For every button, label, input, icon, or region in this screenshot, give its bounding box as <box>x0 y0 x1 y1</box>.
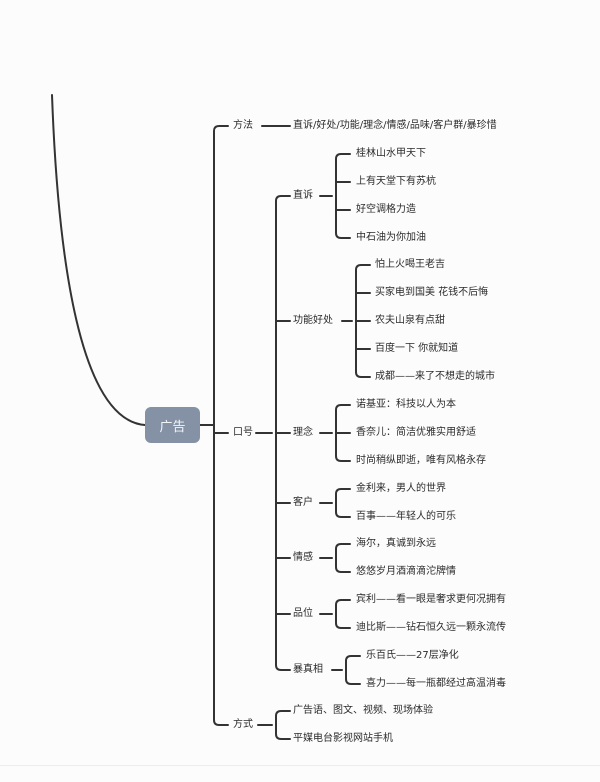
taste-bracket <box>335 599 351 629</box>
truth-bracket <box>345 655 361 685</box>
leaf-item[interactable]: 平媒电台影视网站手机 <box>293 733 393 744</box>
leaf-item[interactable]: 买家电到国美 花钱不后悔 <box>375 287 489 298</box>
customer-bracket <box>335 488 351 518</box>
slogan-truth-label[interactable]: 暴真相 <box>293 664 323 675</box>
leaf-item[interactable]: 诺基亚：科技以人为本 <box>356 399 456 410</box>
leaf-item[interactable]: 喜力——每一瓶都经过高温消毒 <box>366 678 506 689</box>
emotion-bracket <box>335 543 351 573</box>
slogan-direct-label[interactable]: 直诉 <box>293 190 313 201</box>
leaf-item[interactable]: 百事——年轻人的可乐 <box>356 511 456 522</box>
branch-slogan-label[interactable]: 口号 <box>233 427 253 438</box>
leaf-item[interactable]: 桂林山水甲天下 <box>356 148 426 159</box>
slogan-function-label[interactable]: 功能好处 <box>293 315 333 326</box>
leaf-item[interactable]: 悠悠岁月酒滴滴沱牌情 <box>356 566 456 577</box>
slogan-taste-label[interactable]: 品位 <box>293 608 313 619</box>
slogan-customer-label[interactable]: 客户 <box>293 497 313 508</box>
leaf-item[interactable]: 乐百氏——27层净化 <box>366 650 459 661</box>
branch-method-label[interactable]: 方法 <box>233 120 253 131</box>
slogan-concept-label[interactable]: 理念 <box>293 427 313 438</box>
leaf-item[interactable]: 迪比斯——钻石恒久远一颗永流传 <box>356 622 506 633</box>
leaf-item[interactable]: 宾利——看一眼是奢求更何况拥有 <box>356 594 506 605</box>
slogan-emotion-label[interactable]: 情感 <box>293 552 313 563</box>
incoming-curve-line <box>51 94 146 426</box>
page-bottom-divider <box>0 765 600 766</box>
leaf-item[interactable]: 中石油为你加油 <box>356 232 426 243</box>
leaf-item[interactable]: 时尚稍纵即逝，唯有风格永存 <box>356 455 486 466</box>
leaf-item[interactable]: 金利来，男人的世界 <box>356 483 446 494</box>
method-item[interactable]: 直诉/好处/功能/理念/情感/品味/客户群/暴珍惜 <box>293 120 497 131</box>
leaf-item[interactable]: 香奈儿：简洁优雅实用舒适 <box>356 427 476 438</box>
leaf-item[interactable]: 上有天堂下有苏杭 <box>356 176 436 187</box>
leaf-item[interactable]: 农夫山泉有点甜 <box>375 315 445 326</box>
mode-bracket <box>275 710 291 740</box>
direct-bracket <box>335 153 351 239</box>
root-node[interactable]: 广告 <box>145 407 200 443</box>
branch-mode-label[interactable]: 方式 <box>233 719 253 730</box>
leaf-item[interactable]: 广告语、图文、视频、现场体验 <box>293 705 433 716</box>
level1-bracket <box>213 125 229 726</box>
root-label: 广告 <box>159 419 186 435</box>
leaf-item[interactable]: 好空调格力造 <box>356 204 416 215</box>
leaf-item[interactable]: 海尔，真诚到永远 <box>356 538 436 549</box>
leaf-item[interactable]: 百度一下 你就知道 <box>375 343 459 354</box>
leaf-item[interactable]: 成都——来了不想走的城市 <box>375 371 495 382</box>
leaf-item[interactable]: 怕上火喝王老吉 <box>375 259 445 270</box>
